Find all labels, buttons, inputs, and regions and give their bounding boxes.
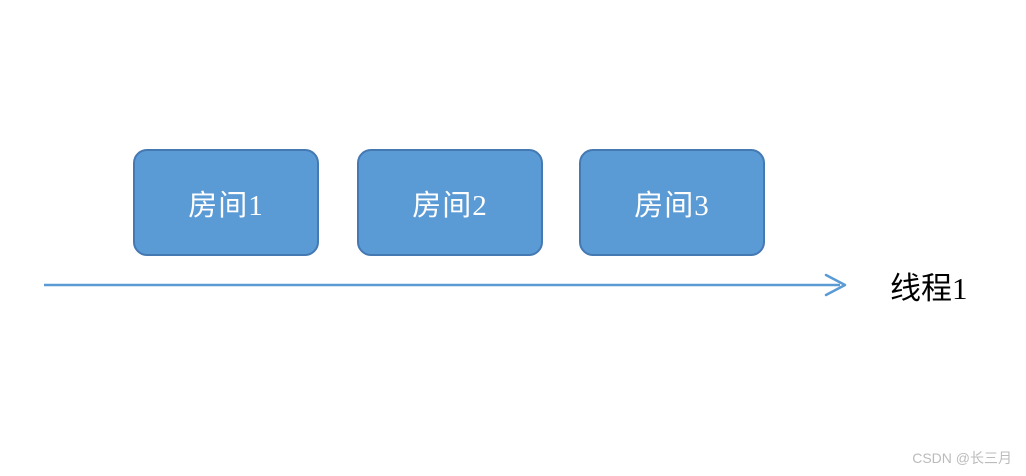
room-box-1: 房间1 [133,149,319,256]
room-box-1-label: 房间1 [188,189,264,222]
room-box-3: 房间3 [579,149,765,256]
room-box-2-label: 房间2 [412,189,488,222]
room-box-2: 房间2 [357,149,543,256]
right-arrow-icon [44,273,847,297]
thread-label: 线程1 [890,271,968,306]
watermark: CSDN @长三月 [912,450,1012,466]
room-box-3-label: 房间3 [634,189,710,222]
